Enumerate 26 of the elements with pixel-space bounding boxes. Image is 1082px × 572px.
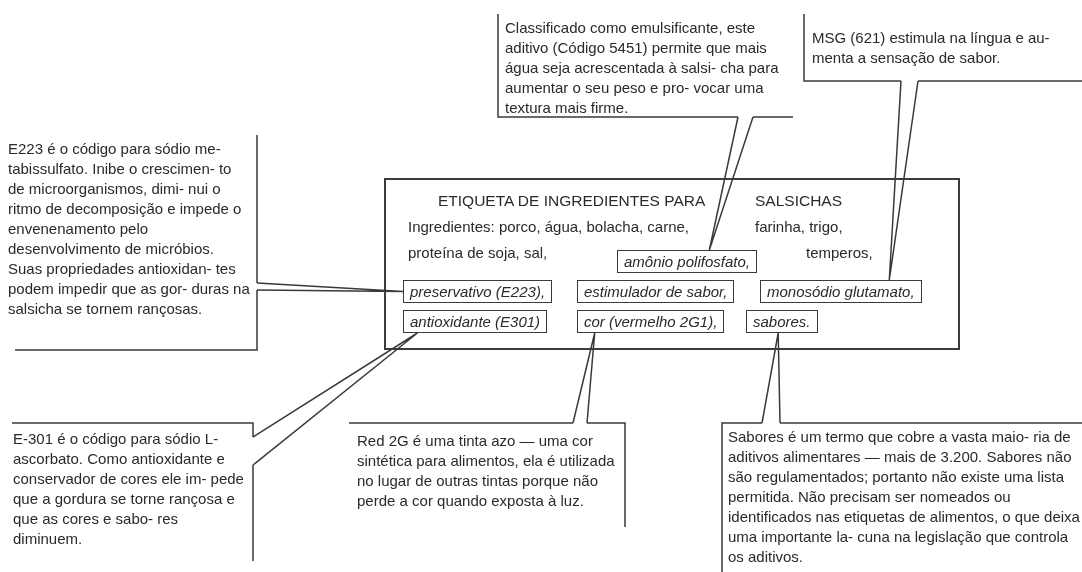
callout-text: Classificado como emulsificante, este aditivo (Código 5451) permite que mais água seja acrescentada à salsi- cha para aumentar o seu peso e pro- vocar uma textura mais firme. xyxy=(498,14,800,117)
pointer-wedge xyxy=(708,116,754,251)
ingredient-label-box xyxy=(384,178,960,350)
highlighted-ingredient: cor (vermelho 2G1), xyxy=(577,310,725,333)
callout-text: Red 2G é uma tinta azo — uma cor sintética para alimentos, ela é utilizada no lugar de outras tintas porque não perde a cor quando exposta à luz. xyxy=(349,423,625,527)
ingredient-list-text: proteína de soja, sal, xyxy=(408,244,548,262)
pointer-wedge xyxy=(256,282,404,293)
callout-text: MSG (621) estimula na língua e au- menta a sensação de sabor. xyxy=(804,14,1082,81)
callout-text: Sabores é um termo que cobre a vasta maio- ria de aditivos alimentares — mais de 3.200. Sabores não são regulamentados; portanto não existe uma lista permitida. Não precisam ser nomeados ou identificados nas etiquetas de alimentos, o que deixa uma importante la- cuna na legislação que controla os aditivos. xyxy=(722,423,1082,572)
highlighted-ingredient: antioxidante (E301) xyxy=(403,310,548,333)
highlighted-ingredient: amônio polifosfato, xyxy=(617,250,757,273)
highlighted-ingredient: monosódio glutamato, xyxy=(760,280,922,303)
label-title: ETIQUETA DE INGREDIENTES PARA xyxy=(438,192,706,210)
ingredient-list-text: temperos, xyxy=(806,244,873,262)
pointer-wedge xyxy=(252,332,419,466)
label-title: SALSICHAS xyxy=(755,192,842,210)
highlighted-ingredient: estimulador de sabor, xyxy=(577,280,735,303)
ingredient-list-text: farinha, trigo, xyxy=(755,218,843,236)
callout-text: E223 é o código para sódio me- tabissulfato. Inibe o crescimen- to de microorganismos, dimi- nui o ritmo de decomposição e impede o envenenamento pelo desenvolvimento de micróbios. Suas propriedades antioxidan- tes podem impedir que as gor- duras na salsicha se tornem rançosas. xyxy=(4,135,257,350)
callout-text: E-301 é o código para sódio L- ascorbato. Como antioxidante e conservador de cores ele im- pede que a gordura se torne rançosa e que as cores e sabo- res diminuem. xyxy=(1,423,253,561)
pointer-wedge xyxy=(572,332,596,424)
highlighted-ingredient: sabores. xyxy=(746,310,818,333)
highlighted-ingredient: preservativo (E223), xyxy=(403,280,553,303)
pointer-wedge xyxy=(888,80,919,281)
ingredient-list-text: Ingredientes: porco, água, bolacha, carne, xyxy=(408,218,690,236)
pointer-wedge xyxy=(761,332,781,424)
